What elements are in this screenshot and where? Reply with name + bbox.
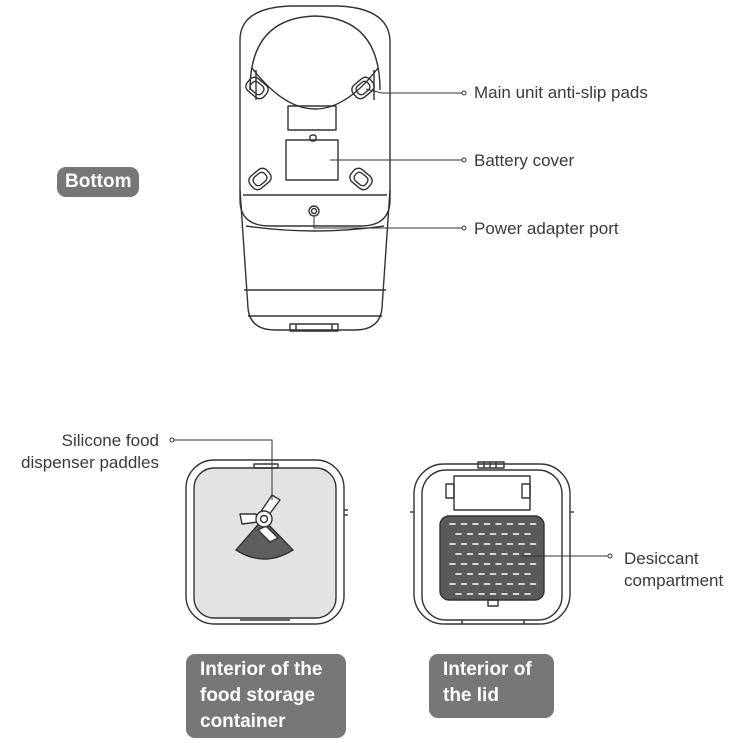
container-badge-line-2: food storage bbox=[200, 685, 316, 706]
callout-power-adapter-port: Power adapter port bbox=[474, 219, 619, 238]
label-plate bbox=[287, 105, 337, 131]
bottom-badge-text: Bottom bbox=[65, 171, 132, 192]
callout-desiccant-line-1: Desiccant bbox=[624, 549, 699, 568]
power-adapter-port bbox=[308, 205, 320, 217]
callout-battery-cover: Battery cover bbox=[474, 151, 575, 170]
lid-badge-line-2: the lid bbox=[443, 685, 499, 706]
desiccant-compartment bbox=[439, 515, 545, 607]
container-badge-line-1: Interior of the bbox=[200, 659, 323, 680]
container-badge: Interior of the food storage container bbox=[186, 654, 346, 738]
lid-badge: Interior of the lid bbox=[429, 654, 554, 718]
callout-silicone-paddles: Silicone food dispenser paddles bbox=[21, 430, 159, 474]
anti-slip-pad-top-left bbox=[245, 76, 269, 100]
lid-badge-line-1: Interior of bbox=[443, 659, 532, 680]
callout-silicone-paddles-line-2: dispenser paddles bbox=[21, 453, 159, 472]
bottom-callout-lines bbox=[313, 88, 467, 231]
anti-slip-pad-top-right bbox=[351, 76, 375, 100]
food-container-view bbox=[185, 459, 348, 625]
container-badge-line-3: container bbox=[200, 711, 286, 732]
callout-desiccant-compartment: Desiccant compartment bbox=[624, 548, 723, 592]
anti-slip-pad-bottom-right bbox=[349, 167, 373, 191]
desiccant-callout-line bbox=[522, 553, 613, 559]
lid-view bbox=[410, 461, 574, 625]
desiccant-vents bbox=[449, 523, 537, 595]
bottom-badge: Bottom bbox=[57, 167, 140, 197]
callout-desiccant-line-2: compartment bbox=[624, 571, 724, 590]
battery-cover bbox=[285, 134, 339, 181]
main-unit-bottom-view bbox=[239, 5, 391, 332]
anti-slip-pad-bottom-left bbox=[248, 167, 272, 191]
paddle-callout-line bbox=[169, 437, 273, 500]
callout-silicone-paddles-line-1: Silicone food bbox=[61, 431, 159, 450]
callout-anti-slip-pads: Main unit anti-slip pads bbox=[474, 83, 648, 102]
